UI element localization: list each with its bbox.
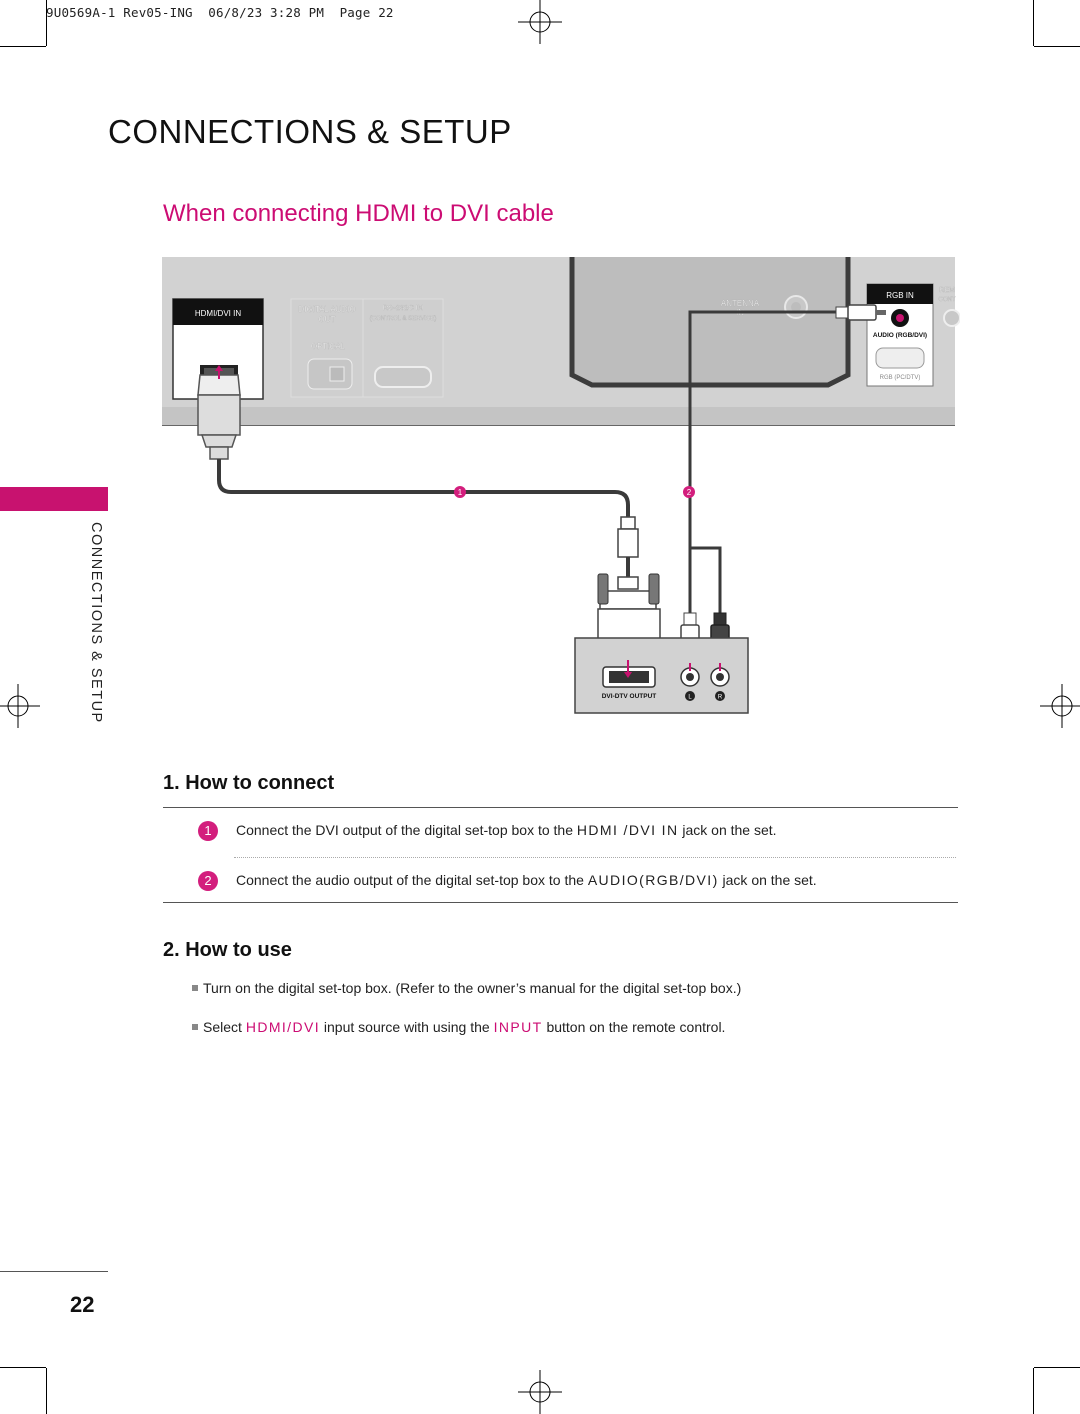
bullet-square-icon xyxy=(192,1024,198,1030)
callout-2: 2 xyxy=(687,488,692,497)
digital-audio-label: DIGITAL AUDIO xyxy=(298,305,355,314)
registration-mark-left xyxy=(0,684,40,728)
how-to-connect-heading: 1. How to connect xyxy=(163,772,335,794)
registration-mark-top xyxy=(518,0,562,44)
step-2-keyword: AUDIO(RGB/DVI) xyxy=(587,872,719,888)
side-section-label: CONNECTIONS & SETUP xyxy=(88,522,104,724)
audio-cable xyxy=(688,310,837,615)
antenna-label: ANTENNA xyxy=(721,299,760,308)
rgb-in-label: RGB IN xyxy=(886,291,914,300)
dvi-dtv-output-label: DVI-DTV OUTPUT xyxy=(602,693,657,700)
dotted-divider xyxy=(234,857,956,858)
callout-1: 1 xyxy=(458,488,463,497)
jack-l-label: L xyxy=(688,695,692,701)
divider xyxy=(163,807,958,808)
keyword-input: INPUT xyxy=(493,1019,543,1035)
side-tab-marker xyxy=(0,487,108,511)
keyword-hdmi-dvi: HDMI/DVI xyxy=(245,1019,321,1035)
bullet-square-icon xyxy=(192,985,198,991)
rs232c-sub-label: (CONTROL & SERVICE) xyxy=(370,316,437,322)
digital-audio-out-label: OUT xyxy=(319,315,336,324)
step-2-text: Connect the audio output of the digital … xyxy=(236,872,817,888)
footer-rule xyxy=(0,1271,108,1272)
step-1-keyword: HDMI /DVI IN xyxy=(576,822,679,838)
how-to-use-heading: 2. How to use xyxy=(163,939,292,961)
print-slug: 9U0569A-1 Rev05-ING 06/8/23 3:28 PM Page… xyxy=(46,5,394,20)
jack-r-label: R xyxy=(718,695,723,701)
use-bullet-2: Select HDMI/DVI input source with using … xyxy=(192,1019,725,1035)
hdmi-to-dvi-cable xyxy=(217,459,630,517)
use-bullet-1: Turn on the digital set-top box. (Refer … xyxy=(192,980,741,996)
page-number: 22 xyxy=(70,1292,95,1317)
connection-diagram: HDMI/DVI IN DIGITAL AUDIO OUT OPTICAL RS… xyxy=(162,257,960,714)
section-title: When connecting HDMI to DVI cable xyxy=(163,200,554,227)
step-1-number: 1 xyxy=(198,821,218,841)
step-2-number: 2 xyxy=(198,871,218,891)
rgb-pc-dtv-label: RGB (PC/DTV) xyxy=(880,375,921,381)
registration-mark-bottom xyxy=(518,1370,562,1414)
page-title: CONNECTIONS & SETUP xyxy=(108,113,512,150)
optical-label: OPTICAL xyxy=(311,342,346,351)
divider xyxy=(163,902,958,903)
registration-mark-right xyxy=(1040,684,1080,728)
rs232c-label: RS-232C IN xyxy=(383,303,423,312)
step-1-text: Connect the DVI output of the digital se… xyxy=(236,822,777,838)
hdmi-dvi-in-label: HDMI/DVI IN xyxy=(195,309,241,318)
remote-cont-label: CONT xyxy=(939,297,956,303)
audio-rgb-dvi-label: AUDIO (RGB/DVI) xyxy=(873,332,927,339)
remote-label: REM xyxy=(939,287,955,294)
